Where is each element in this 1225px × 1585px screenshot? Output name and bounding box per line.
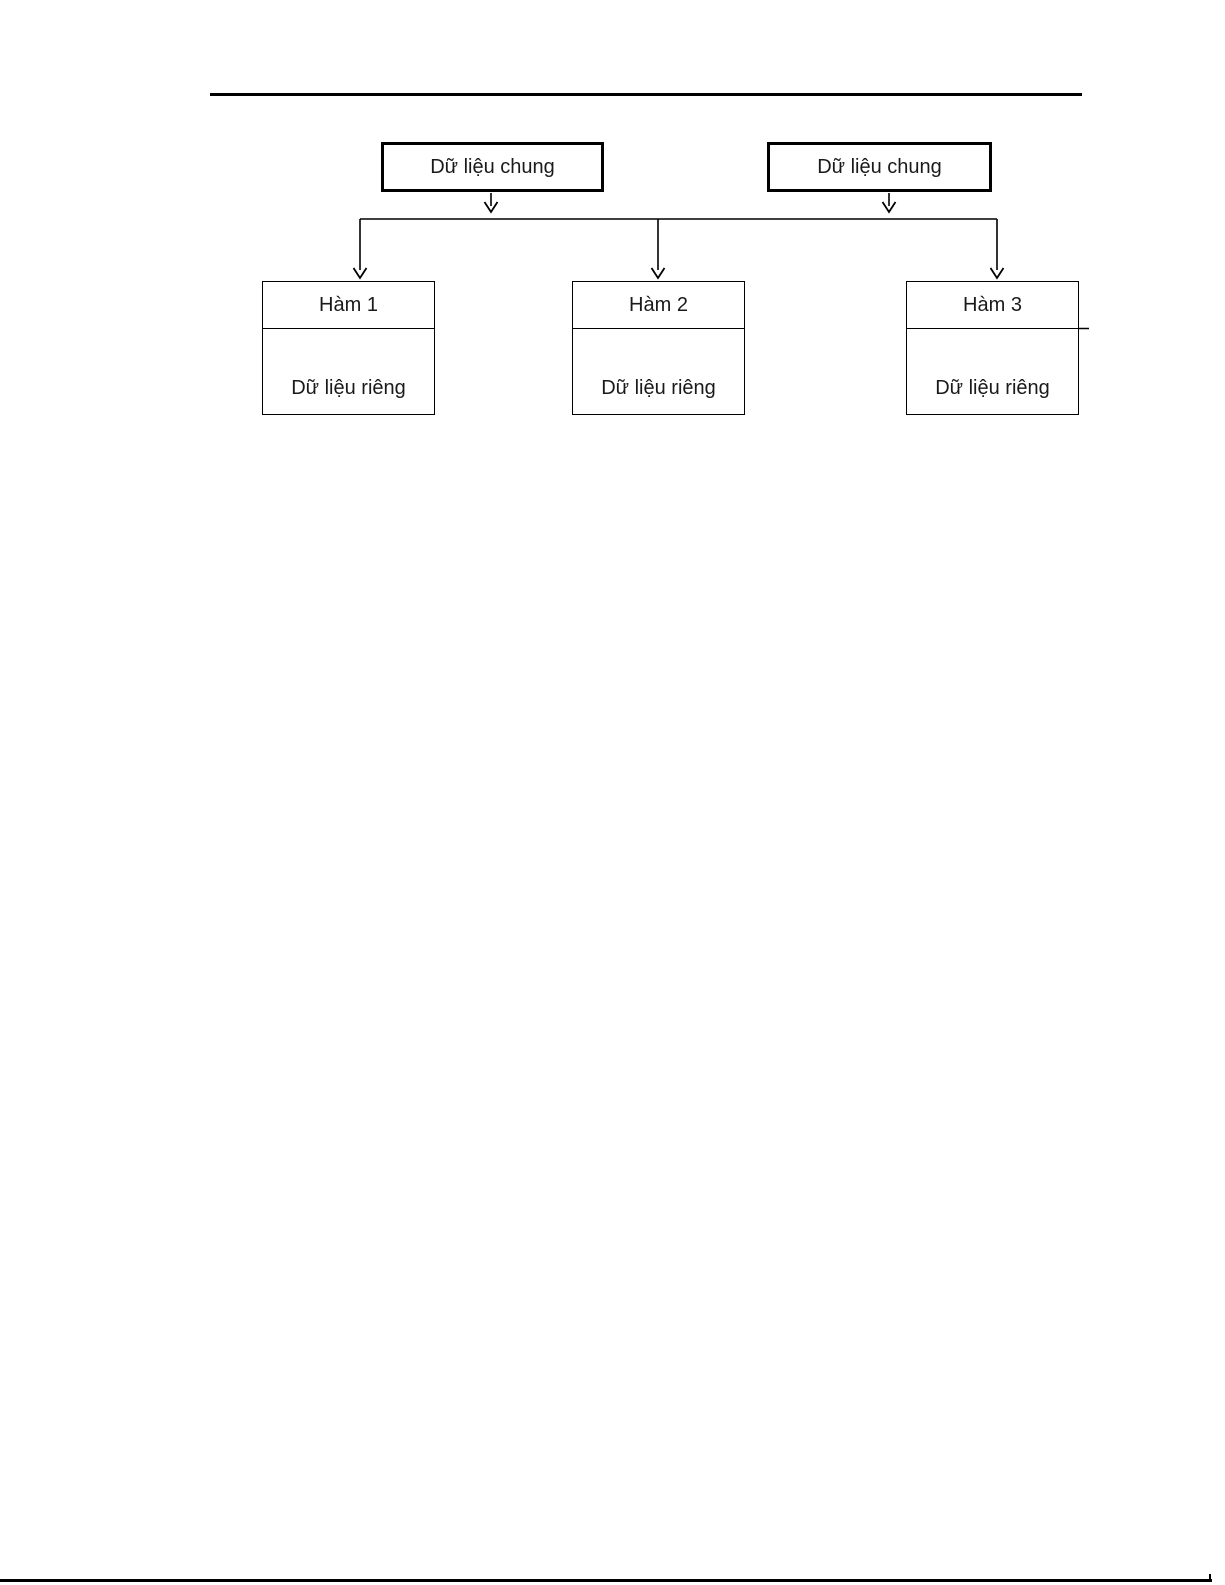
shared-data-label-2: Dữ liệu chung — [817, 155, 942, 178]
arrow-shared-2-icon — [881, 193, 897, 214]
shared-data-label-1: Dữ liệu chung — [430, 155, 555, 178]
drop-arrow-2-icon — [650, 219, 666, 280]
function-box-1: Hàm 1 Dữ liệu riêng — [262, 281, 435, 415]
header-rule — [210, 93, 1082, 96]
function-box-3: Hàm 3 Dữ liệu riêng — [906, 281, 1079, 415]
private-data-label-3: Dữ liệu riêng — [935, 377, 1050, 399]
function-title-1: Hàm 1 — [263, 282, 434, 329]
private-data-label-1: Dữ liệu riêng — [291, 377, 406, 399]
private-data-label-2: Dữ liệu riêng — [601, 377, 716, 399]
arrow-shared-1-icon — [483, 193, 499, 214]
shared-data-box-2: Dữ liệu chung — [767, 142, 992, 192]
function-box-2: Hàm 2 Dữ liệu riêng — [572, 281, 745, 415]
shared-data-box-1: Dữ liệu chung — [381, 142, 604, 192]
drop-arrow-1-icon — [352, 219, 368, 280]
footer-rule — [0, 1579, 1212, 1582]
footer-rule-end-tick — [1209, 1574, 1211, 1580]
drop-arrow-3-icon — [989, 219, 1005, 280]
function-title-2: Hàm 2 — [573, 282, 744, 329]
function-title-3: Hàm 3 — [907, 282, 1078, 329]
